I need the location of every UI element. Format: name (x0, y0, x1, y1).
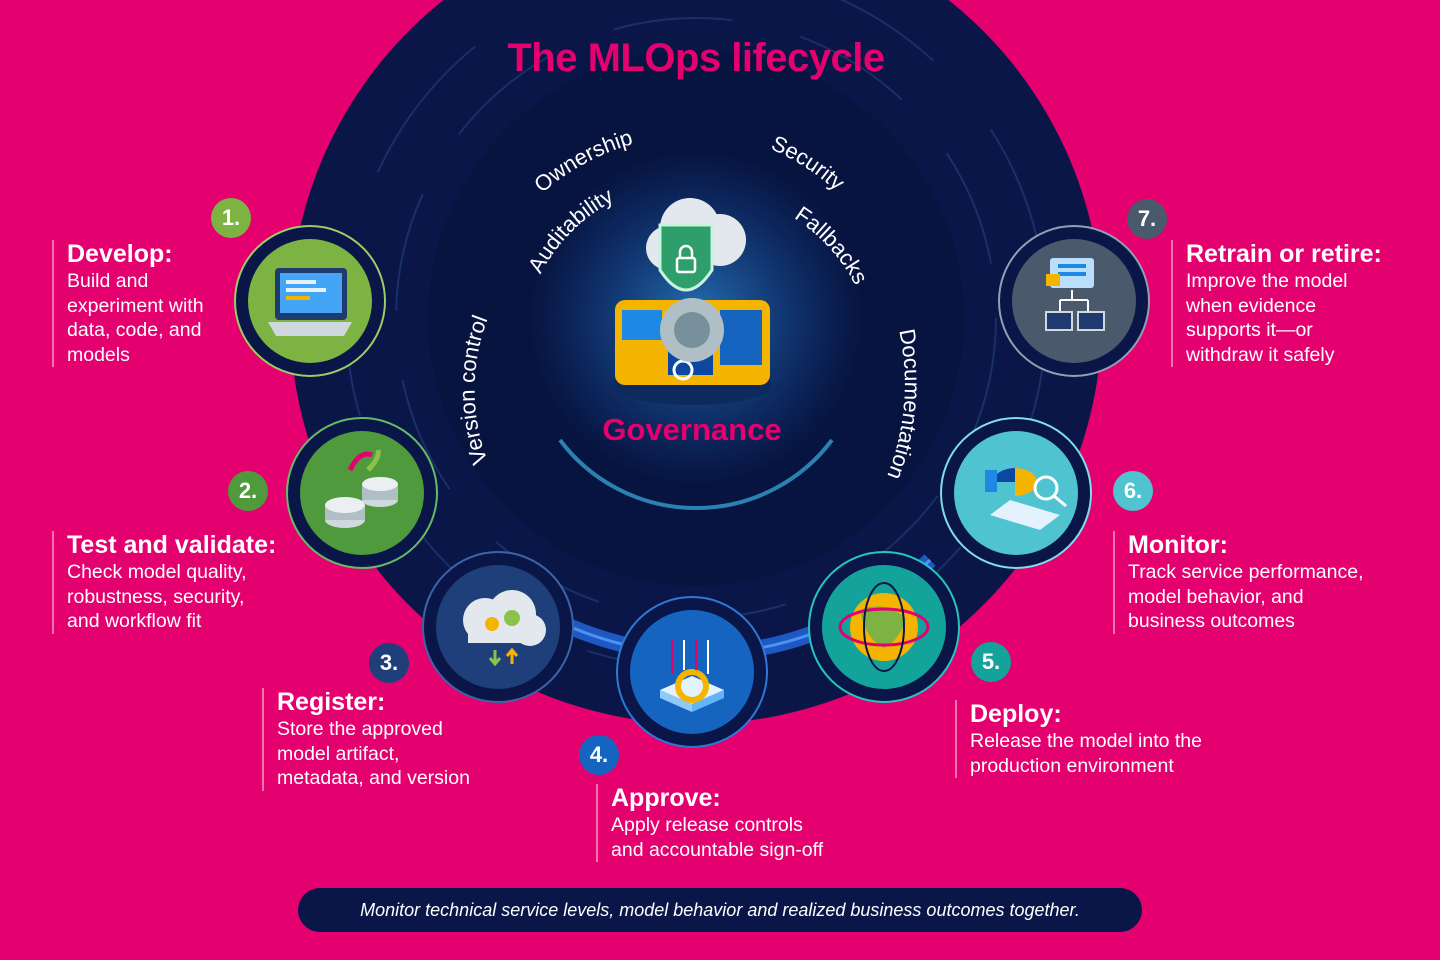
step-5-text: Deploy: Release the model into the produ… (955, 700, 1250, 778)
step-7-title: Retrain or retire: (1186, 240, 1382, 268)
step-7-line-4: withdraw it safely (1186, 343, 1335, 366)
step-6-text: Monitor: Track service performance, mode… (1113, 531, 1408, 634)
page-title: The MLOps lifecycle (507, 36, 885, 80)
step-1-title: Develop: (67, 240, 173, 268)
step-4-approve-icon (616, 596, 768, 748)
step-1-develop-icon (234, 225, 386, 377)
step-2-text: Test and validate: Check model quality, … (52, 531, 317, 634)
step-3-register-icon (422, 551, 574, 703)
step-6-line-1: Track service performance, (1128, 561, 1364, 583)
step-4-badge: 4. (579, 735, 619, 775)
step-3-line-3: metadata, and version (277, 767, 470, 789)
step-3-line-1: Store the approved (277, 718, 443, 740)
step-6-line-3: business outcomes (1128, 610, 1295, 632)
step-2-title: Test and validate: (67, 531, 277, 559)
footer-text: Monitor technical service levels, model … (360, 899, 1080, 920)
step-7-text: Retrain or retire: Improve the model whe… (1171, 240, 1406, 367)
step-1-line-2: experiment with (67, 294, 204, 317)
step-3-number: 3. (379, 650, 399, 675)
step-4-line-1: Apply release controls (611, 814, 803, 836)
step-4-title: Approve: (611, 784, 721, 812)
step-4-text: Approve: Apply release controls and acco… (596, 784, 871, 862)
step-6-number: 6. (1123, 478, 1143, 503)
governance-label: Governance (602, 412, 782, 447)
step-7-line-2: when evidence (1186, 294, 1317, 317)
step-6-title: Monitor: (1128, 531, 1228, 559)
step-2-line-2: robustness, security, (67, 585, 245, 608)
step-1-line-3: data, code, and (67, 319, 202, 341)
step-7-retrain-icon (998, 225, 1150, 377)
step-5-badge: 5. (971, 642, 1011, 682)
step-6-line-2: model behavior, and (1128, 585, 1304, 608)
step-7-number: 7. (1137, 206, 1157, 231)
step-7-line-1: Improve the model (1186, 270, 1348, 292)
step-5-deploy-icon (808, 551, 960, 703)
step-3-badge: 3. (369, 643, 409, 683)
step-6-monitor-icon (940, 417, 1092, 569)
step-2-test-icon (286, 417, 438, 569)
step-5-number: 5. (981, 649, 1001, 674)
step-1-text: Develop: Build and experiment with data,… (52, 240, 267, 367)
footer-banner: Monitor technical service levels, model … (298, 888, 1142, 932)
step-6-badge: 6. (1113, 471, 1153, 511)
step-4-line-2: and accountable sign-off (611, 838, 824, 861)
step-3-line-2: model artifact, (277, 742, 400, 765)
step-7-badge: 7. (1127, 199, 1167, 239)
step-3-text: Register: Store the approved model artif… (262, 688, 527, 791)
step-4-number: 4. (589, 742, 609, 767)
step-5-title: Deploy: (970, 700, 1062, 728)
step-1-badge: 1. (211, 198, 251, 238)
step-1-line-4: models (67, 343, 130, 366)
step-2-number: 2. (238, 478, 258, 503)
step-2-badge: 2. (228, 471, 268, 511)
step-2-line-1: Check model quality, (67, 561, 247, 583)
step-7-line-3: supports it—or (1186, 319, 1313, 341)
step-5-line-2: production environment (970, 754, 1174, 777)
step-2-line-3: and workflow fit (67, 610, 202, 632)
step-1-line-1: Build and (67, 270, 149, 292)
governance-illustration-icon (612, 198, 772, 405)
step-1-number: 1. (221, 205, 241, 230)
step-3-title: Register: (277, 688, 386, 716)
step-5-line-1: Release the model into the (970, 730, 1202, 752)
